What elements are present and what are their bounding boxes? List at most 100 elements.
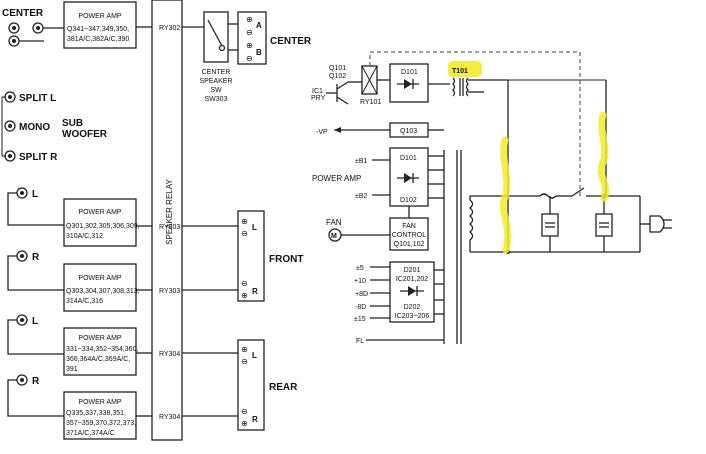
svg-text:⊕: ⊕ xyxy=(241,217,248,226)
svg-text:B: B xyxy=(256,48,262,57)
ac-primary-circuit xyxy=(470,80,672,254)
power-amp-front-r: POWER AMP Q303,304,307,308,313, 314A/C,3… xyxy=(63,263,140,312)
input-mono: MONO xyxy=(4,120,50,133)
front-output-label: FRONT xyxy=(269,254,303,265)
svg-text:⊖: ⊖ xyxy=(246,54,253,63)
low-voltage-rectifier: ±5 +10 +8D -8D ±15 D201 IC201,202 D202 I… xyxy=(354,261,444,323)
relay-labels: RY302 RY303 RY303 RY304 RY304 xyxy=(159,25,180,421)
svg-text:⊕: ⊕ xyxy=(241,291,248,300)
svg-text:FL: FL xyxy=(356,338,364,345)
svg-text:SW303: SW303 xyxy=(205,96,228,103)
t101-coil xyxy=(452,77,606,97)
svg-text:RY304: RY304 xyxy=(159,351,180,358)
svg-text:⊖: ⊖ xyxy=(241,407,248,416)
relay-dashed-link xyxy=(369,51,581,196)
input-split-l: SPLIT L xyxy=(4,91,56,104)
split-l-label: SPLIT L xyxy=(19,93,56,104)
rear-terminals: ⊕ ⊖ L ⊖ ⊕ R REAR xyxy=(237,339,298,431)
svg-text:POWER AMP: POWER AMP xyxy=(78,13,122,20)
svg-text:SPEAKER: SPEAKER xyxy=(199,78,232,85)
t101-label: T101 xyxy=(452,68,468,75)
svg-text:R: R xyxy=(252,415,258,424)
speaker-relay-label: SPEAKER RELAY xyxy=(165,179,174,245)
svg-text:⊕: ⊕ xyxy=(241,345,248,354)
svg-text:PRY: PRY xyxy=(311,95,326,102)
svg-text:391: 391 xyxy=(66,366,78,373)
svg-text:D102: D102 xyxy=(400,197,417,204)
input-rear-r: R xyxy=(7,374,64,417)
svg-text:Q101,102: Q101,102 xyxy=(394,241,425,248)
svg-text:+10: +10 xyxy=(354,278,366,285)
mono-label: MONO xyxy=(19,122,50,133)
subwoofer-label-1: SUB xyxy=(62,118,83,129)
svg-text:-8D: -8D xyxy=(355,304,366,311)
front-terminals: ⊕ ⊖ L ⊖ ⊕ R FRONT xyxy=(237,210,303,302)
svg-text:SW: SW xyxy=(210,87,222,94)
rear-r-label: R xyxy=(32,376,40,387)
svg-text:POWER AMP: POWER AMP xyxy=(78,275,122,282)
svg-text:±15: ±15 xyxy=(354,316,366,323)
svg-text:331~334,352~354,360,: 331~334,352~354,360, xyxy=(66,346,138,353)
yellow-highlights xyxy=(499,111,610,254)
svg-text:D101: D101 xyxy=(400,155,417,162)
input-rear-l: L xyxy=(7,314,64,355)
subwoofer-label-2: WOOFER xyxy=(62,129,108,140)
svg-text:±B1: ±B1 xyxy=(355,158,368,165)
center-terminals: ⊕ ⊖ ⊕ ⊖ A B CENTER xyxy=(237,11,312,65)
svg-text:⊖: ⊖ xyxy=(246,28,253,37)
ac-plug-icon xyxy=(649,215,665,233)
fan-control: FAN M FAN CONTROL Q101,102 xyxy=(326,206,429,251)
main-transformer xyxy=(443,150,474,344)
center-speaker-switch: CENTER SPEAKER SW SW303 xyxy=(199,11,238,103)
svg-text:⊖: ⊖ xyxy=(241,357,248,366)
svg-text:IC1: IC1 xyxy=(312,88,323,95)
rear-output-label: REAR xyxy=(269,382,298,393)
input-center: CENTER xyxy=(2,8,64,47)
svg-text:Q103: Q103 xyxy=(400,128,417,135)
svg-text:⊖: ⊖ xyxy=(241,279,248,288)
input-front-r: R xyxy=(7,250,64,291)
svg-text:POWER AMP: POWER AMP xyxy=(78,399,122,406)
svg-text:D202: D202 xyxy=(404,304,421,311)
power-amp-rear-r: POWER AMP Q335,337,338,351, 357~359,370,… xyxy=(63,391,137,440)
svg-text:RY304: RY304 xyxy=(159,414,180,421)
svg-text:357~359,370,372,373,: 357~359,370,372,373, xyxy=(66,420,136,427)
power-amp-rectifier: ±B1 ±B2 POWER AMP D101 D102 xyxy=(312,147,444,207)
svg-text:±B2: ±B2 xyxy=(355,193,368,200)
svg-text:371A/C,374A/C: 371A/C,374A/C xyxy=(66,430,115,437)
svg-text:±5: ±5 xyxy=(356,265,364,272)
center-output-label: CENTER xyxy=(270,36,312,47)
svg-text:POWER AMP: POWER AMP xyxy=(78,335,122,342)
svg-text:314A/C,316: 314A/C,316 xyxy=(66,298,103,305)
svg-text:381A/C,382A/C,390: 381A/C,382A/C,390 xyxy=(67,36,129,43)
svg-text:L: L xyxy=(252,351,257,360)
svg-text:RY302: RY302 xyxy=(159,25,180,32)
fuse-icon xyxy=(539,193,557,199)
split-r-label: SPLIT R xyxy=(19,152,58,163)
svg-text:D101: D101 xyxy=(401,69,418,76)
svg-text:⊖: ⊖ xyxy=(241,229,248,238)
input-front-l: L xyxy=(7,187,64,226)
svg-text:⊕: ⊕ xyxy=(241,419,248,428)
relay-driver: Q101 Q102 IC1 PRY xyxy=(311,65,362,105)
svg-text:FAN: FAN xyxy=(326,218,342,227)
amp-relay-wires xyxy=(136,26,152,417)
svg-text:IC201,202: IC201,202 xyxy=(396,276,428,283)
fl-line: FL xyxy=(356,338,444,345)
rear-l-label: L xyxy=(32,316,38,327)
svg-text:RY303: RY303 xyxy=(159,224,180,231)
svg-text:Q101: Q101 xyxy=(329,65,346,72)
svg-text:A: A xyxy=(256,21,262,30)
q103-block: -VP Q103 xyxy=(316,122,444,138)
input-split-r: SPLIT R xyxy=(4,150,58,163)
svg-text:Q335,337,338,351,: Q335,337,338,351, xyxy=(66,410,126,417)
power-amp-front-l: POWER AMP Q301,302,305,306,309, 310A/C,3… xyxy=(63,198,140,247)
svg-text:310A/C,312: 310A/C,312 xyxy=(66,233,103,240)
svg-text:Q102: Q102 xyxy=(329,73,346,80)
svg-text:L: L xyxy=(252,223,257,232)
power-switch-icon xyxy=(571,187,585,197)
svg-text:R: R xyxy=(252,287,258,296)
power-amp-rear-l: POWER AMP 331~334,352~354,360, 366,364A/… xyxy=(63,327,138,376)
svg-text:RY303: RY303 xyxy=(159,288,180,295)
svg-text:FAN: FAN xyxy=(402,223,416,230)
